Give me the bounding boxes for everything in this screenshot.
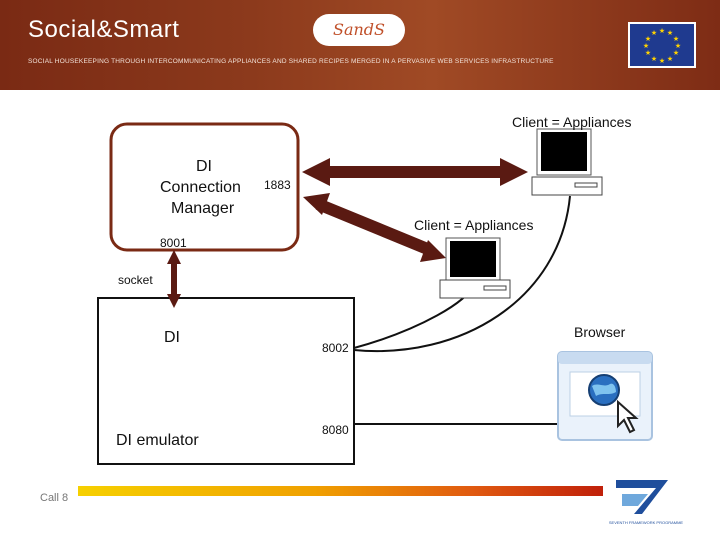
port-1883-label: 1883	[264, 178, 291, 192]
socket-arrow	[167, 250, 181, 308]
svg-text:★: ★	[673, 35, 679, 43]
mqtt-arrow-top	[302, 158, 528, 186]
browser-icon	[557, 351, 653, 441]
emulator-box	[97, 297, 355, 465]
connection-manager-line3: Manager	[171, 200, 235, 217]
call-label: Call 8	[40, 492, 69, 504]
client-appliances-mid-label: Client = Appliances	[414, 217, 534, 233]
svg-text:★: ★	[643, 42, 649, 50]
brand-title: Social&Smart	[28, 16, 180, 43]
svg-text:★: ★	[667, 55, 673, 63]
sands-logo: SandS	[313, 14, 405, 46]
eu-flag-icon: ★★★ ★★★ ★★★ ★★★	[628, 22, 696, 68]
di-emulator-label: DI emulator	[116, 432, 199, 449]
svg-text:★: ★	[651, 55, 657, 63]
client-computer-top-icon	[531, 128, 603, 196]
connection-manager-box	[109, 122, 300, 252]
svg-text:★: ★	[675, 42, 681, 50]
header-banner: Social&Smart SOCIAL HOUSEKEEPING THROUGH…	[0, 0, 720, 90]
port-8001-label: 8001	[160, 236, 187, 250]
svg-text:★: ★	[645, 35, 651, 43]
browser-label: Browser	[574, 324, 626, 340]
client-appliances-top-label: Client = Appliances	[512, 114, 632, 130]
svg-text:★: ★	[659, 57, 665, 65]
svg-text:★: ★	[673, 49, 679, 57]
svg-text:★: ★	[645, 49, 651, 57]
header-tagline: SOCIAL HOUSEKEEPING THROUGH INTERCOMMUNI…	[28, 58, 554, 65]
client-computer-mid-icon	[439, 237, 511, 299]
mqtt-arrow-diagonal	[303, 193, 446, 262]
socket-label: socket	[118, 273, 153, 287]
fp7-logo: SEVENTH FRAMEWORK PROGRAMME	[609, 480, 684, 525]
sands-logo-text: SandS	[332, 20, 385, 39]
line-8002-to-client-top	[353, 195, 571, 353]
svg-text:★: ★	[667, 29, 673, 37]
port-8002-label: 8002	[322, 341, 349, 355]
footer-gradient-bar	[78, 486, 603, 496]
fp7-logo-text: SEVENTH FRAMEWORK PROGRAMME	[609, 520, 684, 525]
svg-text:★: ★	[659, 27, 665, 35]
svg-text:★: ★	[651, 29, 657, 37]
connection-manager-line2: Connection	[160, 179, 241, 196]
di-label: DI	[164, 329, 180, 346]
port-8080-label: 8080	[322, 423, 349, 437]
connection-manager-line1: DI	[196, 158, 212, 175]
